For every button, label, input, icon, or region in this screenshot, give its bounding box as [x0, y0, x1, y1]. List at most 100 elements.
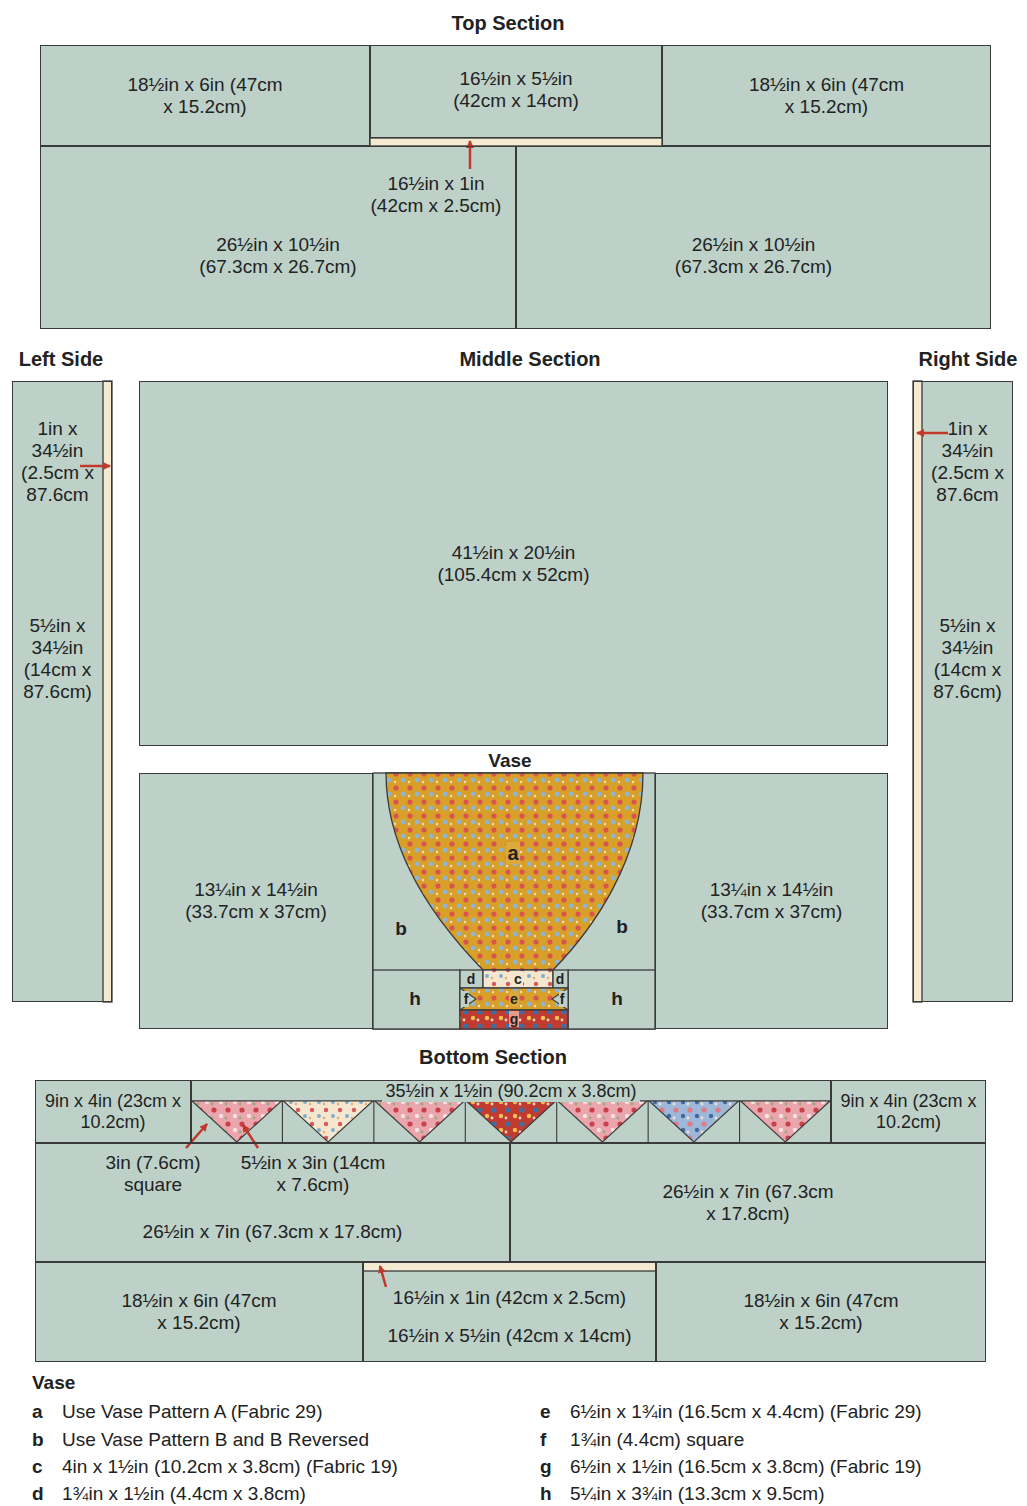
contrast-strip: [103, 381, 112, 1002]
piece-letter: e: [505, 991, 523, 1007]
fabric-fill: [662, 45, 991, 146]
key-letter: b: [32, 1429, 44, 1451]
callout-arrow: [186, 1124, 207, 1148]
fabric-fill: [363, 1262, 656, 1362]
dimension-text: 9in x 4in (23cm x 10.2cm): [39, 1091, 187, 1132]
key-letter: d: [32, 1483, 44, 1505]
vase-g-piece: [460, 1010, 568, 1029]
fabric-piece: 9in x 4in (23cm x 10.2cm): [831, 1080, 986, 1143]
vase-e-piece: [460, 988, 568, 1010]
dimension-text: 18½in x 6in (47cm x 15.2cm): [124, 74, 286, 118]
section-heading: Bottom Section: [380, 1046, 606, 1069]
dimension-text: 9in x 4in (23cm x 10.2cm): [835, 1091, 982, 1132]
label-patch: h: [408, 988, 422, 1009]
dimension-text: 26½in x 10½in (67.3cm x 26.7cm): [186, 234, 371, 278]
callout-arrow: [243, 1125, 258, 1148]
piece-letter: b: [389, 918, 413, 940]
key-letter: g: [540, 1456, 552, 1478]
key-text: 6½in x 1½in (16.5cm x 3.8cm) (Fabric 19): [570, 1456, 922, 1478]
piece-letter: c: [509, 971, 527, 987]
piece-letter: f: [555, 991, 570, 1007]
strip-seam: [373, 1101, 374, 1143]
fabric-fill: [656, 1262, 986, 1362]
key-text: 5¼in x 3¾in (13.3cm x 9.5cm): [570, 1483, 825, 1505]
label-patch: b: [394, 918, 408, 939]
flying-geese-triangle: [649, 1101, 738, 1142]
contrast-strip: [363, 1262, 656, 1271]
fabric-fill: [139, 381, 888, 746]
label-patch: f: [463, 991, 470, 1007]
vase-bowl: [386, 773, 643, 970]
key-text: 1¾in (4.4cm) square: [570, 1429, 744, 1451]
fabric-fill: [12, 381, 112, 1002]
dimension-text: 26½in x 10½in (67.3cm x 26.7cm): [661, 234, 846, 278]
label-patch: d: [555, 971, 566, 987]
dimension-text: 35½in x 1½in (90.2cm x 3.8cm): [382, 1081, 639, 1102]
flying-geese-triangle: [741, 1101, 830, 1142]
fabric-fill: [191, 1080, 831, 1143]
piece-letter: h: [606, 988, 628, 1010]
dimension-text: 26½in x 7in (67.3cm x 17.8cm): [143, 1221, 403, 1243]
section-heading: Left Side: [2, 348, 120, 371]
key-text: 4in x 1½in (10.2cm x 3.8cm) (Fabric 19): [62, 1456, 398, 1478]
dimension-text: 5½in x 34½in (14cm x 87.6cm): [925, 615, 1010, 702]
callout-arrow: [917, 432, 948, 435]
fabric-fill: [40, 45, 370, 146]
key-heading: Vase: [32, 1372, 75, 1394]
dimension-text: 16½in x 1in (42cm x 2.5cm): [393, 1287, 626, 1309]
key-letter: c: [32, 1456, 43, 1478]
fabric-piece: 18½in x 6in (47cm x 15.2cm): [662, 45, 991, 146]
dimension-text: 1in x 34½in (2.5cm x 87.6cm: [15, 418, 100, 505]
flying-geese-triangle: [375, 1101, 464, 1142]
dimension-callout: 3in (7.6cm) square: [94, 1152, 212, 1196]
dimension-text: 1in x 34½in (2.5cm x 87.6cm: [925, 418, 1010, 505]
dimension-text: 18½in x 6in (47cm x 15.2cm): [118, 1290, 280, 1334]
flying-geese-triangle: [558, 1101, 647, 1142]
fabric-piece: 35½in x 1½in (90.2cm x 3.8cm): [191, 1080, 831, 1143]
piece-letter: a: [500, 842, 526, 865]
fabric-piece: 16½in x 5½in (42cm x 14cm): [370, 45, 662, 138]
label-patch: h: [610, 988, 624, 1009]
fabric-fill: [370, 45, 662, 138]
fabric-piece: 41½in x 20½in (105.4cm x 52cm): [139, 381, 888, 746]
vase-f-piece: [552, 988, 568, 1010]
fabric-fill: [516, 146, 991, 329]
piece-letter: d: [551, 971, 569, 987]
strip-seam: [648, 1101, 649, 1143]
section-heading: Right Side: [910, 348, 1026, 371]
piece-letter: h: [404, 988, 426, 1010]
key-letter: e: [540, 1401, 551, 1423]
fabric-piece: 13¼in x 14½in (33.7cm x 37cm): [655, 773, 888, 1029]
contrast-strip: [913, 381, 922, 1002]
label-patch: a: [506, 842, 519, 864]
dimension-callout: 5½in x 3in (14cm x 7.6cm): [238, 1152, 389, 1196]
label-patch: d: [466, 971, 477, 987]
dimension-callout: 16½in x 1in (42cm x 2.5cm): [361, 173, 512, 217]
strip-seam: [556, 1101, 557, 1143]
flying-geese-triangle: [192, 1101, 281, 1142]
dimension-text: 13¼in x 14½in (33.7cm x 37cm): [164, 879, 349, 923]
dimension-text: 16½in x 5½in (42cm x 14cm): [435, 68, 597, 112]
dimension-text: 26½in x 7in (67.3cm x 17.8cm): [662, 1181, 834, 1225]
fabric-fill: [655, 773, 888, 1029]
vase-d-piece: [553, 970, 568, 988]
fabric-fill: [913, 381, 1013, 1002]
dimension-text: 18½in x 6in (47cm x 15.2cm): [746, 74, 908, 118]
callout-arrow: [380, 1266, 386, 1287]
vase-d-piece: [460, 970, 483, 988]
key-text: Use Vase Pattern B and B Reversed: [62, 1429, 369, 1451]
vase-h-piece: [568, 970, 655, 1029]
key-letter: h: [540, 1483, 552, 1505]
vase-background: [373, 773, 655, 1029]
flying-geese-triangle: [466, 1101, 555, 1142]
key-text: 6½in x 1¾in (16.5cm x 4.4cm) (Fabric 29): [570, 1401, 922, 1423]
piece-letter: b: [610, 916, 634, 938]
key-letter: a: [32, 1401, 43, 1423]
strip-seam: [282, 1101, 283, 1143]
strip-seam: [739, 1101, 740, 1143]
vase-f-piece: [460, 988, 476, 1010]
dimension-text: 13¼in x 14½in (33.7cm x 37cm): [679, 879, 864, 923]
label-patch: 16½in x 1in (42cm x 2.5cm): [370, 173, 503, 216]
contrast-strip: [370, 138, 662, 146]
key-letter: f: [540, 1429, 546, 1451]
